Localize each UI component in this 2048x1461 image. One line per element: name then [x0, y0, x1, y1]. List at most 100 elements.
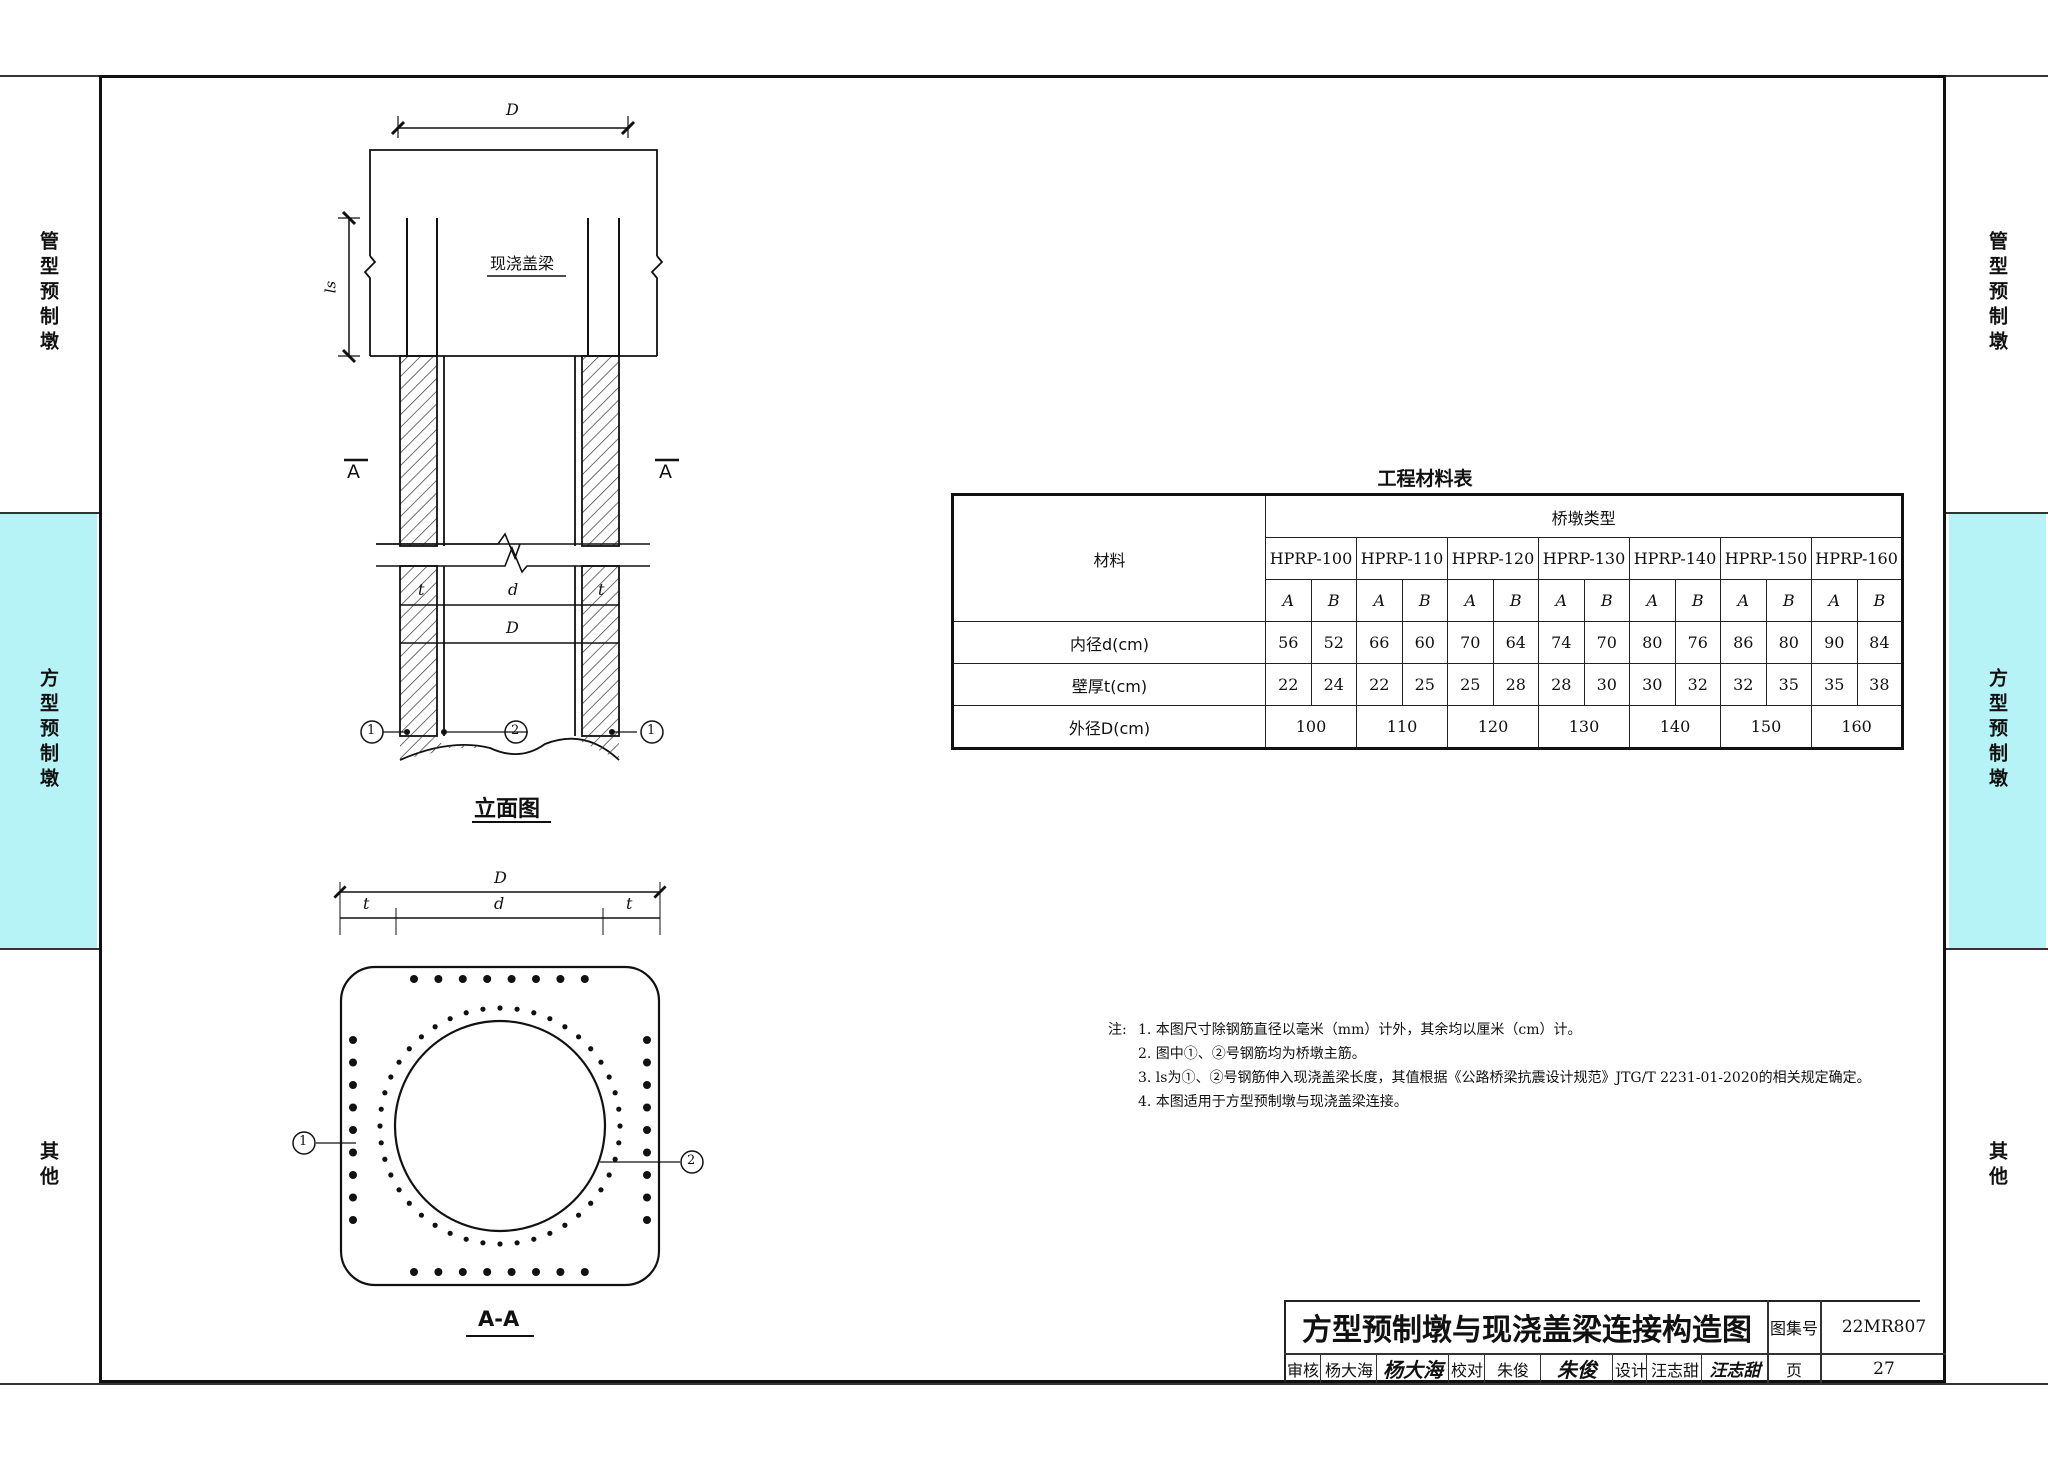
rebar-dot	[562, 1024, 568, 1030]
rebar-dot	[349, 1081, 357, 1089]
table-cell: 80	[1765, 621, 1812, 664]
bar-1-right-number: 1	[647, 723, 656, 738]
rebar-dot	[463, 1236, 469, 1242]
section-bar-1-number: 1	[299, 1134, 308, 1149]
cap-beam-label: 现浇盖梁	[490, 254, 555, 273]
table-cell: 84	[1856, 621, 1904, 664]
rebar-dot	[514, 1006, 520, 1012]
tab-square-pier-right[interactable]: 方型预制墩	[1949, 512, 2046, 948]
tab-square-pier-left[interactable]: 方型预制墩	[0, 512, 97, 948]
dim-D-label: D	[506, 618, 519, 637]
rebar-dot	[547, 1016, 553, 1022]
row-label: 外径D(cm)	[952, 705, 1266, 749]
rebar-dot	[388, 1074, 394, 1080]
rebar-dot	[532, 975, 540, 983]
rebar-dot	[612, 1156, 618, 1162]
pier-type-cell: HPRP-150	[1720, 537, 1812, 580]
dim-D-top-label: D	[506, 100, 519, 119]
tab-divider	[1946, 512, 2048, 514]
rebar-dot	[349, 1103, 357, 1112]
dim-ls	[338, 210, 360, 364]
rebar-dot	[575, 1212, 582, 1218]
table-cell: 38	[1856, 663, 1904, 706]
rebar-dot	[432, 1222, 438, 1228]
subcol-cell: A	[1538, 579, 1585, 622]
tab-other-left[interactable]: 其他	[0, 948, 97, 1383]
rebar-dot	[643, 1081, 651, 1089]
pier-type-cell: HPRP-130	[1538, 537, 1630, 580]
rebar-dot	[580, 975, 589, 983]
section-dim-t-right-label: t	[626, 894, 633, 913]
subcol-cell: B	[1492, 579, 1539, 622]
title-block-divider	[1320, 1355, 1322, 1383]
bottom-rule	[0, 1383, 2048, 1385]
tab-tubular-pier-left[interactable]: 管型预制墩	[0, 75, 97, 512]
rebar-dot	[349, 1058, 357, 1067]
rebar-dot	[531, 1010, 537, 1016]
title-block-divider	[1448, 1355, 1450, 1383]
note-item: 1. 本图尺寸除钢筋直径以毫米（mm）计外，其余均以厘米（cm）计。	[1138, 1022, 1582, 1038]
table-cell: 28	[1538, 663, 1585, 706]
table-cell: 64	[1492, 621, 1539, 664]
title-block-divider	[1701, 1355, 1703, 1383]
subcol-cell: B	[1583, 579, 1630, 622]
designer-signature: 汪志甜	[1709, 1361, 1761, 1381]
notes: 注: 1. 本图尺寸除钢筋直径以毫米（mm）计外，其余均以厘米（cm）计。 2.…	[1108, 1018, 1871, 1114]
tab-label: 其他	[37, 1140, 59, 1191]
rebar-dot	[606, 1074, 612, 1080]
table-cell: 70	[1447, 621, 1494, 664]
rebar-dot	[406, 1200, 412, 1206]
rebar-dot	[410, 1268, 418, 1276]
section-dim-D-label: D	[494, 868, 507, 887]
rebar-dot	[643, 1036, 651, 1044]
tab-divider	[1946, 948, 2048, 950]
design-label: 设计	[1614, 1360, 1647, 1380]
table-cell: 25	[1401, 663, 1448, 706]
row-label: 壁厚t(cm)	[952, 663, 1266, 706]
row-label: 内径d(cm)	[952, 621, 1266, 664]
table-cell: 74	[1538, 621, 1585, 664]
rebar-dot	[514, 1240, 520, 1246]
review-label: 审核	[1286, 1360, 1319, 1380]
table-cell: 76	[1674, 621, 1721, 664]
table-cell: 100	[1265, 705, 1357, 749]
rebar-dot	[382, 1090, 388, 1096]
rebar-dot	[532, 1268, 540, 1276]
tab-label: 方型预制墩	[1986, 667, 2008, 793]
drawing-frame	[99, 75, 1946, 1383]
title-block-divider	[1376, 1355, 1378, 1383]
subcol-cell: A	[1811, 579, 1858, 622]
rebar-dot	[349, 1193, 357, 1202]
section-bar-2-number: 2	[687, 1153, 696, 1168]
rebar-dot	[388, 1172, 394, 1178]
tab-other-right[interactable]: 其他	[1949, 948, 2046, 1383]
rebar-dot	[396, 1059, 402, 1065]
tab-tubular-pier-right[interactable]: 管型预制墩	[1949, 75, 2046, 512]
rebar-dot	[377, 1123, 383, 1129]
rebar-dot	[617, 1123, 623, 1129]
rebar-dots	[349, 975, 651, 1276]
title-block	[1284, 1300, 1920, 1382]
subcol-cell: B	[1856, 579, 1904, 622]
rebar-dot	[418, 1212, 425, 1218]
table-cell: 52	[1310, 621, 1357, 664]
rebar-dot	[580, 1268, 589, 1276]
checker-name: 朱俊	[1496, 1360, 1529, 1380]
section-mark-left: A	[347, 461, 360, 483]
tab-label: 方型预制墩	[37, 667, 59, 793]
rebar-dot	[598, 1187, 604, 1193]
table-cell: 86	[1720, 621, 1767, 664]
rebar-dot	[531, 1236, 537, 1242]
title-block-divider	[1646, 1355, 1648, 1383]
rebar-dot	[547, 1230, 553, 1236]
table-cell: 110	[1356, 705, 1448, 749]
title-block-divider	[1612, 1355, 1614, 1383]
section-dim-d-label: d	[494, 894, 505, 913]
table-cell: 80	[1629, 621, 1676, 664]
rebar-dot	[643, 1171, 651, 1179]
subcol-cell: B	[1765, 579, 1812, 622]
bar-leaders	[360, 720, 664, 744]
title-block-divider	[1540, 1355, 1542, 1383]
table-cell: 140	[1629, 705, 1721, 749]
